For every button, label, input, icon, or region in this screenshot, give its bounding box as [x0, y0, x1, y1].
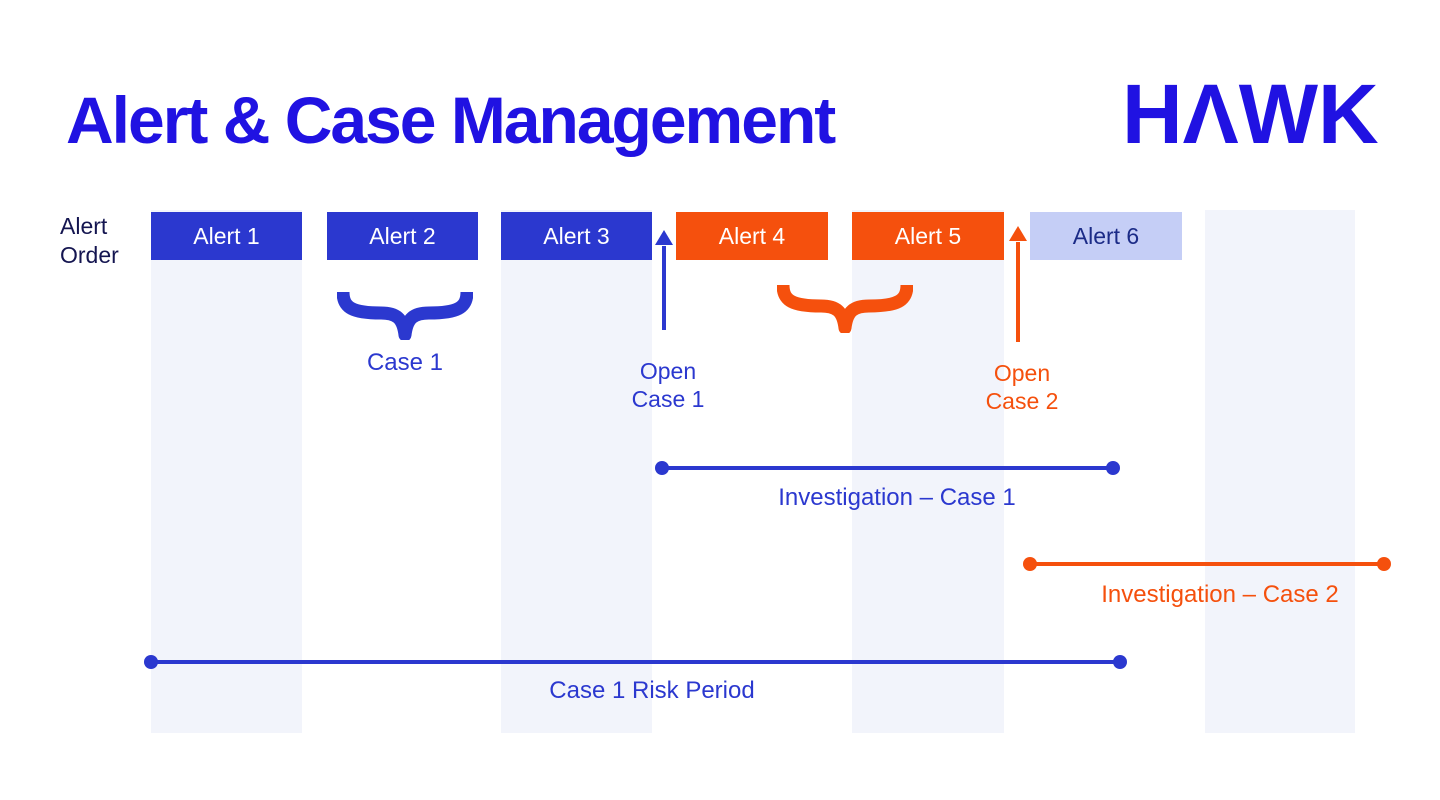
alert-box-4: Alert 4: [676, 212, 828, 260]
investigation-case-2-line: [1023, 557, 1391, 571]
investigation-case-2-label: Investigation – Case 2: [1101, 581, 1339, 608]
hawk-logo: HΛWK: [1122, 67, 1379, 161]
investigation-case-1-line: [655, 461, 1120, 475]
alert-order-label-line2: Order: [60, 242, 119, 268]
arrow-shaft: [662, 246, 666, 330]
alert-box-3: Alert 3: [501, 212, 652, 260]
line-endpoint-dot: [144, 655, 158, 669]
line-endpoint-dot: [1377, 557, 1391, 571]
line-endpoint-dot: [1113, 655, 1127, 669]
case-1-brace-label: Case 1: [366, 349, 444, 376]
brace-down-icon: [337, 291, 473, 340]
open-case-2-label-line1: Open: [993, 360, 1051, 386]
timeline-column-band-1: [151, 210, 302, 733]
arrow-up-head: [1009, 226, 1027, 241]
alert-box-2: Alert 2: [327, 212, 478, 260]
case-1-risk-period-label: Case 1 Risk Period: [549, 677, 755, 704]
open-case-2-arrow-icon: [1009, 226, 1027, 344]
open-case-1-label: Open Case 1: [608, 357, 728, 413]
alert-order-label: Alert Order: [60, 212, 119, 270]
open-case-1-arrow-icon: [655, 230, 673, 334]
investigation-case-1-label: Investigation – Case 1: [778, 484, 1016, 511]
brace-down-icon: [777, 284, 913, 333]
alert-order-label-line1: Alert: [60, 213, 108, 239]
line-endpoint-dot: [1023, 557, 1037, 571]
arrow-shaft: [1016, 242, 1020, 342]
page-title: Alert & Case Management: [66, 83, 836, 157]
open-case-2-label-line2: Case 2: [985, 388, 1059, 414]
alert-box-6: Alert 6: [1030, 212, 1182, 260]
open-case-1-label-line1: Open: [639, 358, 697, 384]
timeline-column-band-3: [852, 210, 1004, 733]
alert-box-1: Alert 1: [151, 212, 302, 260]
case-1-risk-period-line: [144, 655, 1127, 669]
line-endpoint-dot: [655, 461, 669, 475]
arrow-up-head: [655, 230, 673, 245]
case-1-brace-icon: [337, 288, 473, 340]
timeline-column-band-2: [501, 210, 652, 733]
alert-box-5: Alert 5: [852, 212, 1004, 260]
line-endpoint-dot: [1106, 461, 1120, 475]
open-case-2-label: Open Case 2: [962, 359, 1082, 415]
open-case-1-label-line2: Case 1: [631, 386, 705, 412]
case-2-brace-icon: [777, 281, 913, 333]
timeline-column-band-4: [1205, 210, 1355, 733]
